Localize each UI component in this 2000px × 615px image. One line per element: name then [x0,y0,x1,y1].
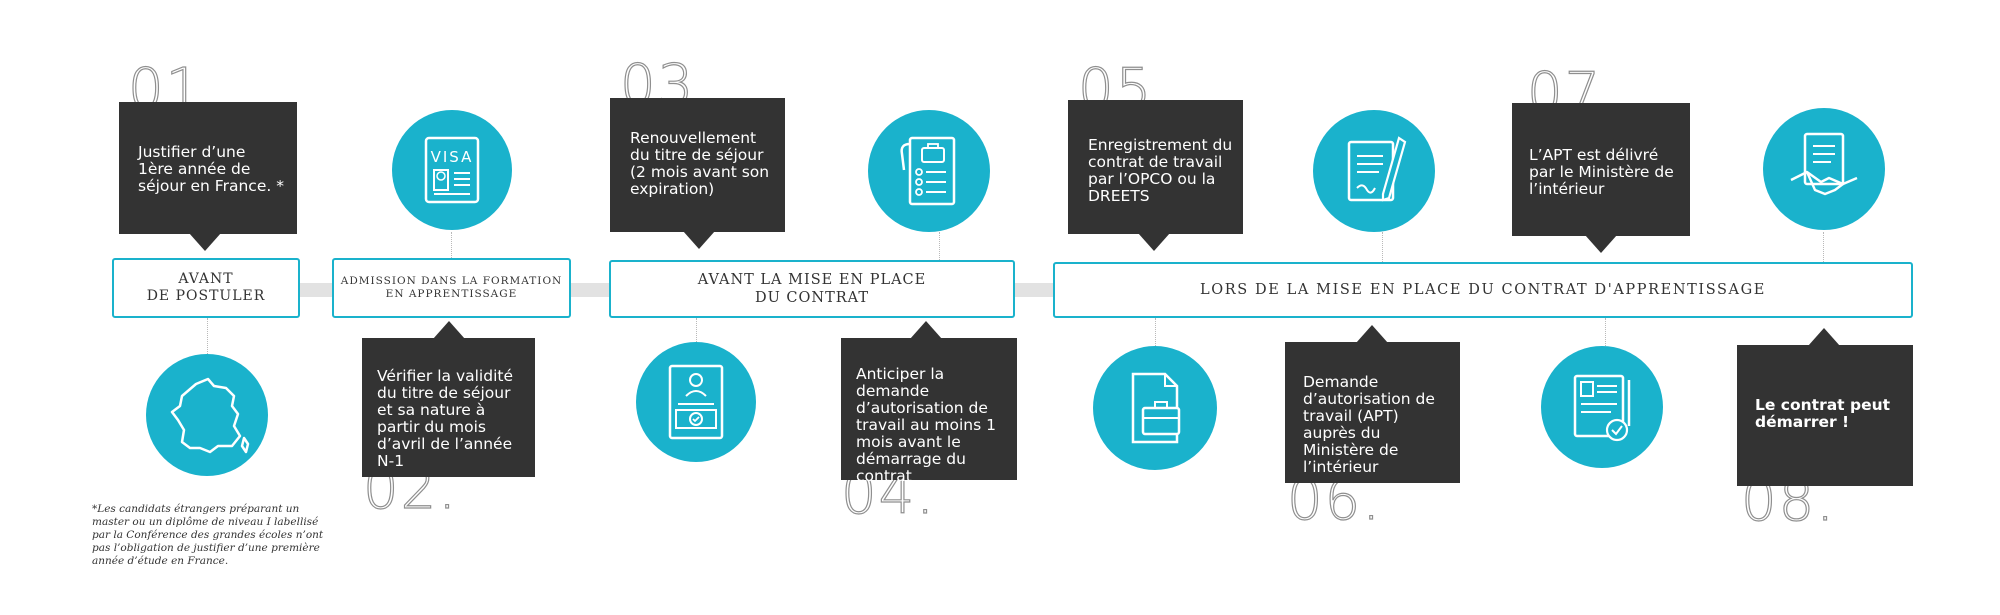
handshake-circle [1763,108,1885,230]
callout-pointer [1808,328,1840,346]
step-text: Anticiper la demande d’autorisation de t… [856,365,996,485]
connector-line [939,232,940,264]
step-card-2: Vérifier la validité du titre de séjour … [362,338,535,477]
job-document-icon [900,136,956,206]
connector-line [1155,318,1156,348]
step-card-1: Justifier d’une 1ère année de séjour en … [119,102,297,234]
step-card-5: Enregistrement du contrat de travail par… [1068,100,1243,234]
connector-line [1605,318,1606,348]
callout-pointer [433,321,465,339]
callout-pointer [683,231,715,249]
step-card-3: Renouvellement du titre de séjour (2 moi… [610,98,785,232]
step-text: Demande d’autorisation de travail (APT) … [1303,373,1435,476]
callout-pointer [189,233,221,251]
connector-line [1382,232,1383,262]
france-map-circle [146,354,268,476]
stage-admission: ADMISSION DANS LA FORMATION EN APPRENTIS… [332,258,571,318]
timeline-bar [300,283,332,297]
stage-label: AVANT LA MISE EN PLACE DU CONTRAT [697,272,927,306]
stage-avant-contrat: AVANT LA MISE EN PLACE DU CONTRAT [609,260,1015,318]
step-text: Enregistrement du contrat de travail par… [1088,136,1233,205]
callout-pointer [910,321,942,339]
callout-pointer [1138,233,1170,251]
callout-pointer [1356,325,1388,343]
stage-label: AVANT DE POSTULER [146,271,266,304]
step-text: L’APT est délivré par le Ministère de l’… [1529,146,1674,198]
connector-line [696,318,697,342]
stage-label: ADMISSION DANS LA FORMATION EN APPRENTIS… [340,275,563,300]
connector-line [1823,232,1824,262]
connector-line [451,232,452,260]
step-text: Vérifier la validité du titre de séjour … [377,367,513,470]
briefcase-circle [1093,346,1217,470]
briefcase-icon [1131,372,1181,444]
job-document-circle [868,110,990,232]
footnote: *Les candidats étrangers préparant un ma… [92,503,324,567]
contract-pen-icon [1347,136,1407,202]
stage-mise-en-place: LORS DE LA MISE EN PLACE DU CONTRAT D'AP… [1053,262,1913,318]
contract-pen-circle [1313,110,1435,232]
timeline-bar [1015,283,1053,297]
step-text: Renouvellement du titre de séjour (2 moi… [630,129,770,198]
stage-label: LORS DE LA MISE EN PLACE DU CONTRAT D'AP… [1200,282,1766,298]
step-card-6: Demande d’autorisation de travail (APT) … [1285,342,1460,483]
id-card-icon [668,364,724,440]
step-card-8: Le contrat peut démarrer ! [1737,345,1913,486]
step-card-7: L’APT est délivré par le Ministère de l’… [1512,103,1690,236]
step-text: Le contrat peut démarrer ! [1755,396,1891,431]
visa-passport-icon [424,136,480,204]
handshake-contract-icon [1790,132,1858,196]
timeline-bar [571,283,609,297]
step-card-4: Anticiper la demande d’autorisation de t… [841,338,1017,485]
id-card-circle [636,342,756,462]
certificate-check-icon [1573,374,1631,442]
visa-label: VISA [430,148,474,166]
connector-line [207,318,208,358]
certificate-circle [1541,346,1663,468]
stage-avant-postuler: AVANT DE POSTULER [112,258,300,318]
visa-circle: VISA [392,110,512,230]
step-text: Justifier d’une 1ère année de séjour en … [138,143,284,195]
callout-pointer [1585,235,1617,253]
france-map-icon [170,377,250,454]
